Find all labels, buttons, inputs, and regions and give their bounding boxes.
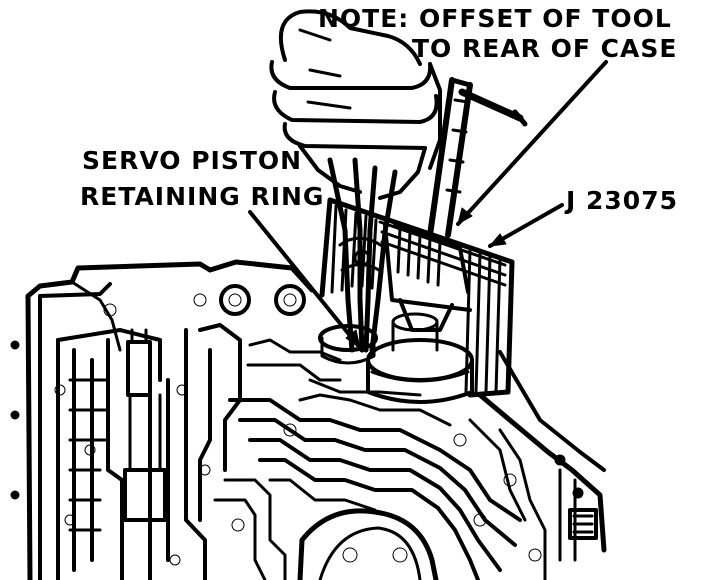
leader-lines: [248, 60, 608, 350]
tool-id-label: J 23075: [566, 186, 678, 215]
note-line-1: NOTE: OFFSET OF TOOL: [318, 4, 672, 33]
hand-with-pliers: [269, 9, 442, 353]
servo-label-line-2: RETAINING RING: [80, 182, 325, 211]
transmission-case: [10, 259, 607, 580]
servo-label-line-1: SERVO PISTON: [82, 146, 303, 175]
note-line-2: TO REAR OF CASE: [412, 34, 678, 63]
